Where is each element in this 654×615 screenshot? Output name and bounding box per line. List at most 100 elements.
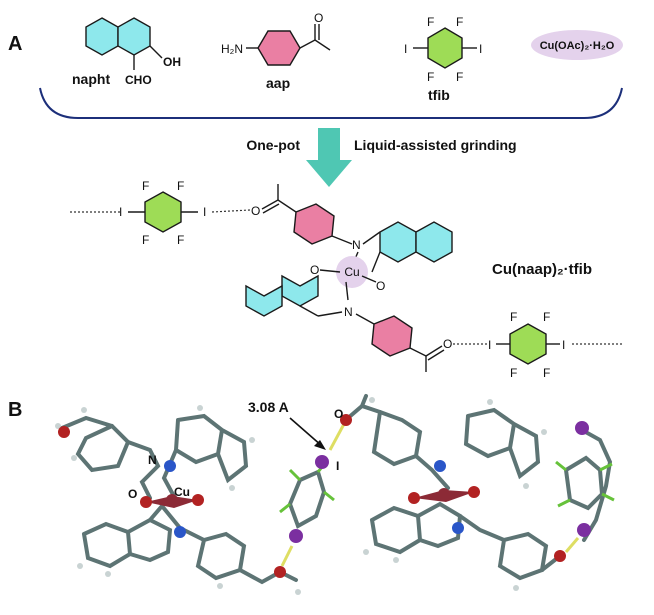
distance-pointer-arrow [289,417,323,447]
nitrogen-atom [452,522,464,534]
hydrogen-atom [77,563,83,569]
hydrogen-atom [513,585,519,591]
stick-ring [371,410,423,467]
naphthalene-ring-left [85,17,119,56]
oh-group-label: OH [163,55,181,69]
product-fluorine: F [177,233,184,247]
acetyl-bond [299,39,316,49]
product-tfib-ring-right [509,323,547,365]
hydrogen-atom [523,483,529,489]
o-cu-bond [361,275,377,283]
hydrogen-atom [71,455,77,461]
benzyl-n-bond [317,311,343,317]
tfib-fluorine: F [456,15,463,29]
tfib-molecule: I I F F F F tfib [404,15,482,103]
halogen-bond [564,537,580,553]
stick-chain [161,448,178,502]
copper-atom [438,488,450,500]
crystal-complex-left [60,413,298,585]
product-fluorine: F [510,366,517,380]
product-oxygen: O [443,337,452,351]
product-fluorine: F [543,310,550,324]
iodine-atom [575,421,589,435]
hydrogen-atom [105,571,111,577]
copper-atom [166,494,178,506]
one-pot-label: One-pot [246,137,300,153]
hydrogen-atom [197,405,203,411]
product-iodine: I [203,205,206,219]
crystal-nitrogen-label: N [148,453,157,467]
oxygen-atom [340,414,352,426]
copper-salt-highlight [531,30,623,60]
product-oxygen: O [376,279,385,293]
crystal-fluorines [279,461,335,514]
halogen-bond [280,545,294,567]
hydrogen-atom [229,485,235,491]
hydrogen-atom [55,423,61,429]
product-iodine: I [119,205,122,219]
oxygen-atom [58,426,70,438]
iodine-atom [315,455,329,469]
napht-label: napht [72,71,110,87]
product-tfib-ring-left [144,191,182,233]
nitrogen-atom [164,460,176,472]
product-naphthalene-upper-a [379,221,417,263]
stick-naphthalene-lower [82,517,173,569]
product-copper: Cu [344,265,359,279]
product-naphthalene-upper-b [415,221,453,263]
oxygen-atom [408,492,420,504]
product-nitrogen: N [344,305,353,319]
acetyl-bond [409,347,427,357]
carbonyl-bond-double [427,349,445,361]
crystal-structure: N O Cu [55,394,615,595]
stick-chain [414,454,450,490]
iodine-atom [289,529,303,543]
hydrogen-atom [249,437,255,443]
product-fluorine: F [142,179,149,193]
crystal-tfib [287,469,327,529]
copper-center-highlight [336,256,368,288]
halogen-bond-distance-label: 3.08 A [248,399,289,415]
crystal-oxygen-label: O [128,487,137,501]
oxygen-atom [468,486,480,498]
fluorine-bond [557,498,571,508]
halogen-bond-left [211,209,251,213]
tfib-iodine-right: I [479,42,482,56]
product-formula-label: Cu(naap)₂·tfib [492,261,592,278]
napht-molecule: OH CHO napht [72,17,181,87]
oxygen-atom [274,566,286,578]
hydrogen-atom [541,429,547,435]
n-aryl-bond [355,313,375,325]
product-iodine: I [488,338,491,352]
distance-pointer-arrowhead [314,440,326,450]
crystal-hydrogens-left [55,405,301,595]
nitrogen-atom [174,526,186,538]
phenol-bond [371,251,381,273]
hydrogen-atom [487,399,493,405]
stick-chain [238,568,298,585]
stick-naphthalene-lower [370,501,463,555]
carbonyl-bond [425,345,443,357]
product-structure: I F F F F I O N Cu O O [70,179,622,380]
tfib-ring [427,27,463,69]
hydrogen-atom [217,583,223,589]
panel-a-label: A [8,33,22,55]
amine-group-label: H₂N [221,42,243,56]
process-arrow [306,128,352,187]
product-fluorine: F [142,233,149,247]
stick-ring [458,514,549,581]
crystal-copper-label: Cu [174,485,190,499]
product-oxygen: O [251,204,260,218]
aap-molecule: H₂N O aap [221,11,331,91]
o-cu-bond [319,269,341,273]
halogen-bond [328,423,346,451]
acetyl-bond [277,199,297,213]
stick-acetyl [346,394,382,420]
product-benzene-ring-lower [371,315,413,357]
carbonyl-bond-double [262,203,280,214]
reagent-bracket [39,87,623,119]
product-naphthalene-lower-a [281,274,319,307]
crystal-complex-right [346,394,613,581]
aap-benzene-ring [257,30,301,66]
